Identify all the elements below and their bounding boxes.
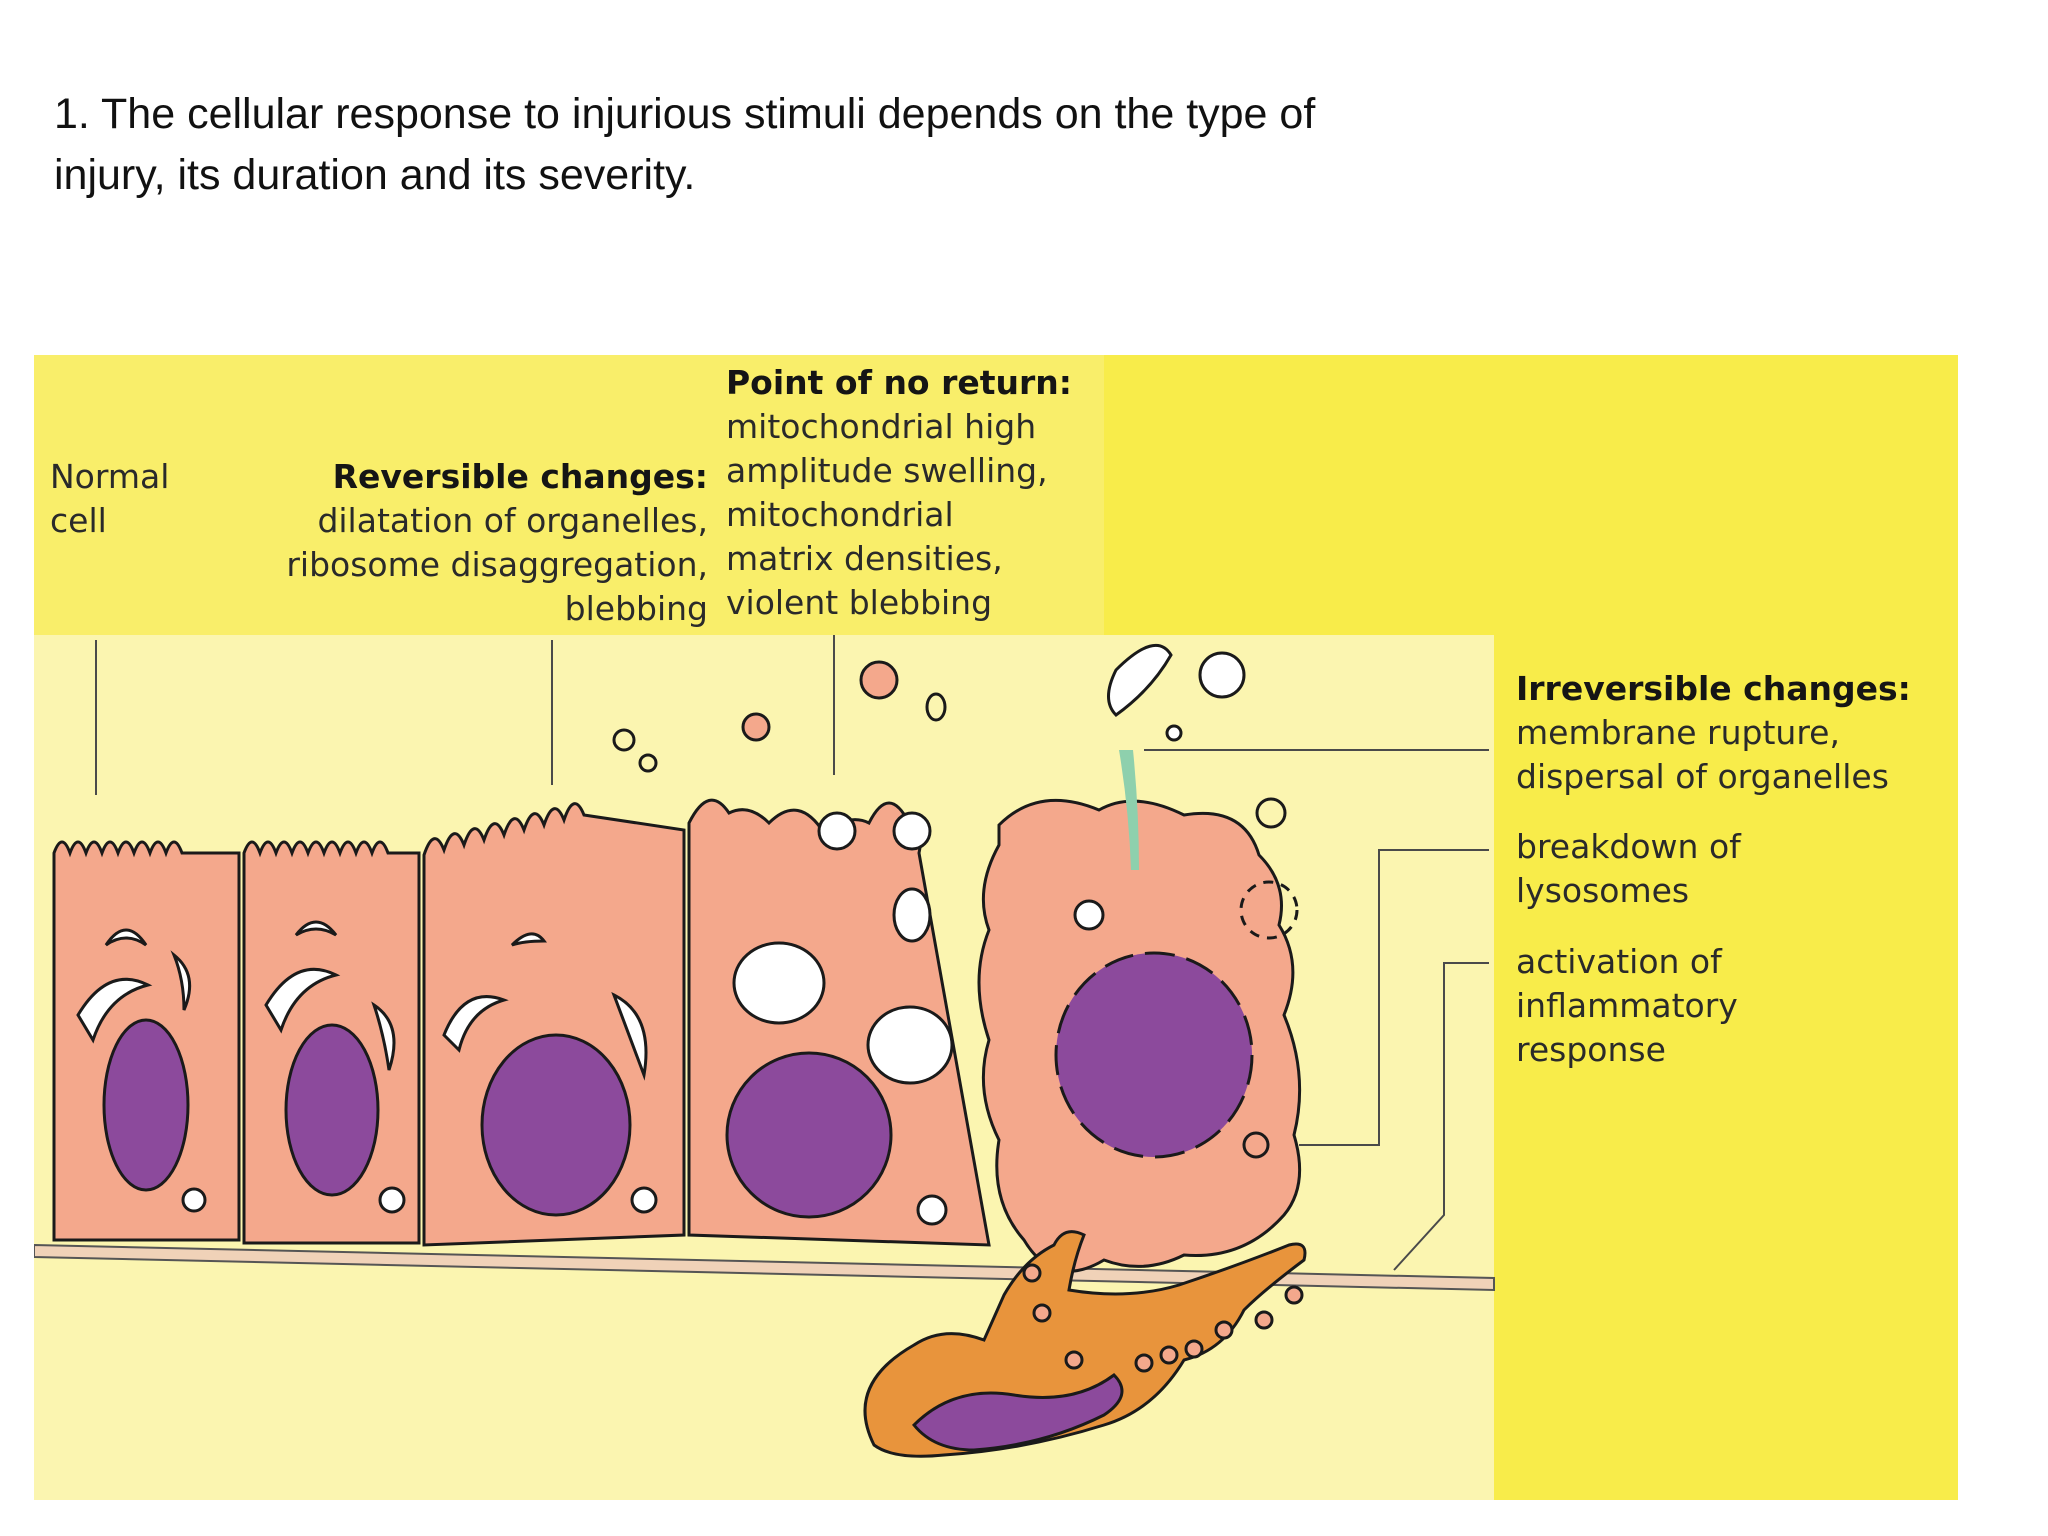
bleb [859,660,899,700]
label-lysosomes-line-1: breakdown of [1516,827,1741,866]
nucleus [725,1051,893,1219]
label-irreversible-line-2: dispersal of organelles [1516,757,1889,796]
label-inflammatory-line-1: activation of [1516,942,1722,981]
label-ponr-line-2: amplitude swelling, [726,451,1048,490]
label-lysosomes-line-2: lysosomes [1516,871,1690,910]
label-normal-cell: Normal cell [50,455,169,543]
label-inflammatory-response: activation of inflammatory response [1516,940,1738,1072]
label-irreversible-changes: Irreversible changes: membrane rupture, … [1516,667,1911,799]
heading-line-1: 1. The cellular response to injurious st… [54,90,1316,138]
bleb [925,692,947,722]
label-reversible-changes: Reversible changes: dilatation of organe… [286,455,708,631]
label-point-of-no-return: Point of no return: mitochondrial high a… [726,361,1072,625]
ruptured-cell [977,644,1302,1273]
bleb [741,712,771,742]
label-reversible-line-1: dilatation of organelles, [317,501,708,540]
label-ponr-line-5: violent blebbing [726,583,993,622]
label-reversible-line-2: ribosome disaggregation, [286,545,708,584]
label-ponr-line-1: mitochondrial high [726,407,1037,446]
early-reversible-cell [242,840,421,1245]
normal-cell [52,840,241,1242]
heading-line-2: injury, its duration and its severity. [54,151,696,199]
label-ponr-line-3: mitochondrial [726,495,954,534]
label-inflammatory-line-2: inflammatory [1516,986,1738,1025]
slide-heading: 1. The cellular response to injurious st… [54,84,1514,206]
cell-injury-figure: Normal cell Reversible changes: dilatati… [34,355,1958,1500]
nucleus [480,1033,632,1217]
label-reversible-line-3: blebbing [564,589,708,628]
label-inflammatory-line-3: response [1516,1030,1666,1069]
label-irreversible-title: Irreversible changes: [1516,669,1911,708]
cell-injury-diagram [34,355,1958,1500]
bleb [612,728,636,752]
macrophage-nucleus [911,1373,1124,1452]
label-lysosomes: breakdown of lysosomes [1516,825,1741,913]
reversible-cell [422,728,686,1247]
point-of-no-return-cell [687,660,991,1247]
nucleus [1054,951,1254,1159]
bleb [638,753,658,773]
leader-inflammatory [1393,962,1489,1271]
label-ponr-line-4: matrix densities, [726,539,1003,578]
label-normal-line-2: cell [50,501,107,540]
nucleus [284,1023,380,1197]
leader-lines [95,635,1489,1271]
macrophage [863,1230,1307,1458]
label-ponr-title: Point of no return: [726,363,1072,402]
nucleus [102,1018,190,1192]
basement-membrane [34,1243,1495,1292]
label-normal-line-1: Normal [50,457,170,496]
label-irreversible-line-1: membrane rupture, [1516,713,1840,752]
label-band [34,355,1104,635]
leader-lysosomes [1299,849,1489,1146]
label-reversible-title: Reversible changes: [332,457,708,496]
lysosome-streak [1119,750,1139,870]
